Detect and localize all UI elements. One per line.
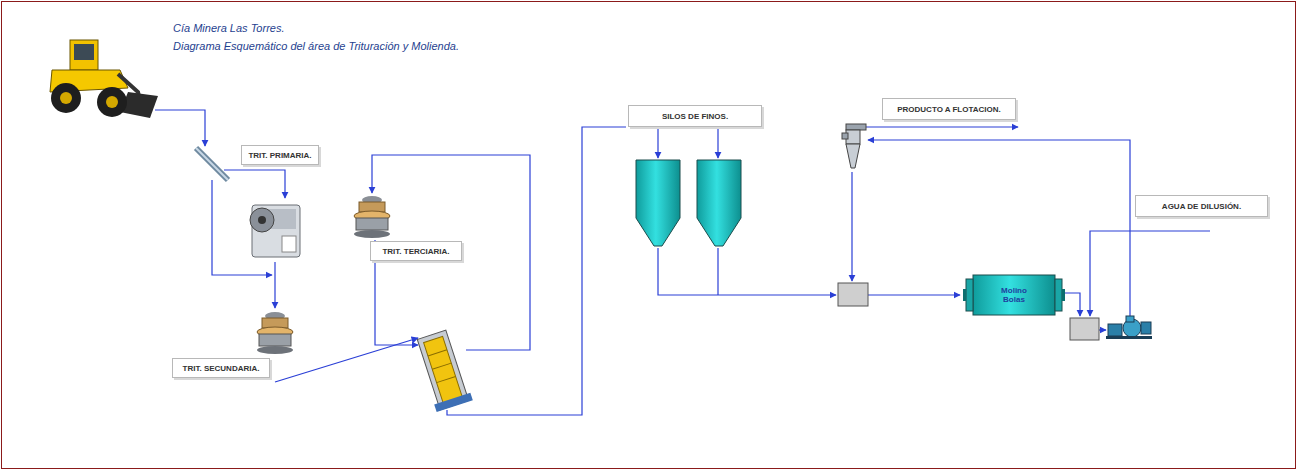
grizzly [196,148,228,180]
jaw-crusher [250,205,300,257]
diagram-subtitle: Diagrama Esquemático del área de Tritura… [173,40,459,52]
label-box: TRIT. SECUNDARIA. [172,358,270,378]
node-text: SILOS DE FINOS. [662,112,728,121]
label-box: TRIT. PRIMARIA. [241,145,319,165]
node-text: PRODUCTO A FLOTACION. [897,105,1001,114]
secondary-cone-crusher [257,312,293,354]
node-text: Molino Bolas [994,286,1034,304]
node-text: TRIT. SECUNDARIA. [183,364,260,373]
feed-box [838,283,868,306]
front-loader [50,40,158,118]
label-box: AGUA DE DILUSIÓN. [1135,195,1268,217]
vibrating-screen [413,329,472,412]
diagram-title: Cía Minera Las Torres. [173,22,284,34]
node-text: AGUA DE DILUSIÓN. [1162,202,1241,211]
slurry-pump [1106,316,1152,339]
node-text: TRIT. TERCIARIA. [382,247,449,256]
ball-mill: Molino Bolas [963,271,1065,319]
label-box: TRIT. TERCIARIA. [370,241,462,261]
flow-lines [155,110,1210,415]
tertiary-cone-crusher [354,196,390,238]
sump-box [1070,318,1099,340]
label-box: PRODUCTO A FLOTACION. [882,98,1016,120]
node-text: TRIT. PRIMARIA. [248,151,311,160]
label-box: SILOS DE FINOS. [628,105,762,127]
fine-ore-silos [636,160,741,246]
hydrocyclone [842,124,866,168]
